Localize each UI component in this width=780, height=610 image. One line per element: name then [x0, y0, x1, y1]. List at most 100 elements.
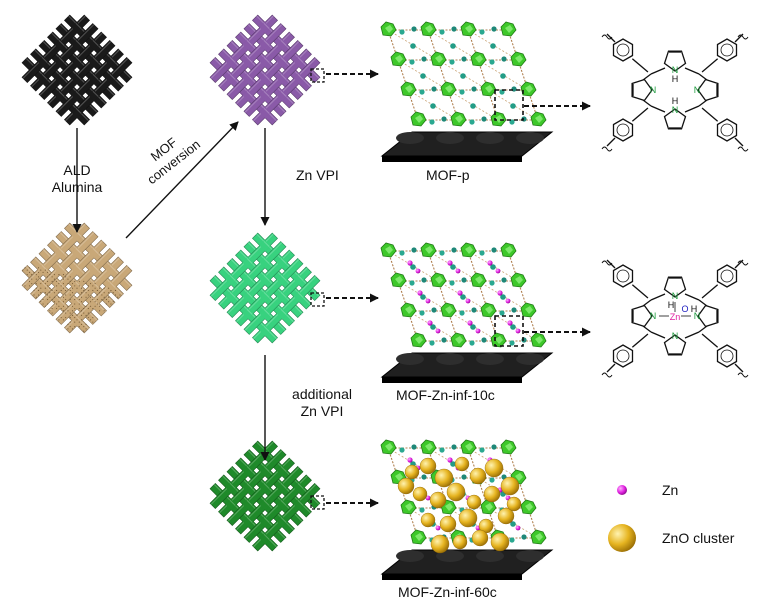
fabric-strip-v [252, 275, 321, 344]
mof-node-cluster [460, 242, 477, 258]
zno-cluster [466, 494, 482, 510]
zn-atom [465, 298, 471, 304]
porphyrin-core-dot [459, 89, 465, 95]
porphyrin-core-dot [509, 340, 515, 346]
mof-node-cluster [410, 332, 427, 348]
fabric-strip-v [218, 241, 287, 310]
arrow-mof-conversion [125, 121, 239, 239]
atom-hydrogen-bottom: H [672, 96, 679, 106]
fabric-strip-h [235, 457, 304, 526]
fabric-strip-v [243, 48, 312, 117]
zno-cluster [397, 477, 415, 495]
atom-nitrogen-left: N [650, 311, 657, 321]
mof-node-cluster [440, 81, 457, 97]
label-zn-vpi: Zn VPI [296, 167, 339, 183]
porphyrin-core-dot [441, 337, 447, 343]
fabric-strip-h [38, 248, 107, 317]
porphyrin-core-dot [510, 324, 516, 330]
fabric-alumina-coated [21, 222, 133, 334]
fabric-strip-v [235, 258, 304, 327]
fabric-strip-h [209, 483, 278, 552]
mof-node-cluster [490, 111, 507, 127]
legend [608, 485, 636, 552]
label-ald-alumina: ALD Alumina [44, 162, 110, 196]
zno-cluster [490, 532, 510, 552]
fabric-uncoated [21, 14, 133, 126]
porphyrin-core-dot [460, 73, 466, 79]
mof-node-cluster [520, 499, 537, 515]
zn-atom [507, 320, 513, 326]
fabric-strip-v [218, 23, 287, 92]
mof-node-cluster [480, 302, 497, 318]
fabric-strip-v [21, 222, 90, 291]
porphyrin-core-dot [419, 507, 425, 513]
zno-cluster [419, 457, 437, 475]
fabric-strip-v [30, 23, 99, 92]
pyrrole-ring [663, 276, 687, 298]
porphyrin-core-dot [411, 26, 417, 32]
zn-atom [455, 268, 461, 274]
label-mof-p: MOF-p [426, 167, 470, 183]
fabric-strip-h [226, 40, 295, 109]
zno-cluster [458, 508, 478, 528]
fabric-strip-v [226, 249, 295, 318]
porphyrin-core-dot [451, 444, 457, 450]
phenyl-ring [716, 264, 738, 288]
fabric-mof-p [209, 14, 321, 126]
zno-cluster [439, 515, 457, 533]
mof-node-cluster [410, 529, 427, 545]
zn-atom [487, 260, 493, 266]
phenyl-ring [612, 118, 634, 142]
fabric-mof-zn-60c [209, 440, 321, 552]
label-additional-line2: Zn VPI [300, 403, 344, 419]
fabric-strip-v [226, 31, 295, 100]
label-mof-zn-10c: MOF-Zn-inf-10c [396, 387, 495, 403]
porphyrin-core-dot [430, 324, 436, 330]
atom-hydrogen-top: H [672, 74, 679, 84]
fabric-strip-v [218, 449, 287, 518]
porphyrin-core-dot [409, 280, 415, 286]
fabric-strip-v [47, 248, 116, 317]
phenyl-ring [612, 344, 634, 368]
porphyrin-core-dot [431, 307, 437, 313]
fabric-strip-h [21, 57, 90, 126]
zoom-box-mof-p-linker [494, 89, 524, 121]
porphyrin-core-dot [460, 294, 466, 300]
porphyrin-core-dot [419, 89, 425, 95]
zoom-box-light-green [310, 292, 325, 307]
fabric-strip-v [209, 14, 278, 83]
atom-oxygen: O [681, 304, 688, 314]
mof-node-cluster [400, 81, 417, 97]
mof-structure-zn-60c [380, 439, 554, 580]
zno-cluster [452, 534, 468, 550]
mof-node-cluster [480, 81, 497, 97]
mof-node-cluster [450, 111, 467, 127]
mof-node-cluster [430, 51, 447, 67]
fabric-strip-h [243, 241, 312, 310]
mof-node-cluster [380, 242, 397, 258]
substrate-edge [382, 574, 522, 580]
porphyrin-core-dot [451, 247, 457, 253]
zno-cluster [446, 482, 466, 502]
porphyrin-core-dot [409, 59, 415, 65]
mof-node-cluster [510, 272, 527, 288]
porphyrin-core-dot [429, 340, 435, 346]
fabric-strip-v [252, 483, 321, 552]
porphyrin-core-dot [521, 337, 527, 343]
mof-node-cluster [490, 332, 507, 348]
zoom-box-purple [310, 68, 325, 83]
fabric-strip-h [209, 57, 278, 126]
zno-cluster [484, 458, 504, 478]
porphyrin-core-dot [489, 59, 495, 65]
zn-atom [515, 525, 521, 531]
label-additional-zn-vpi: additional Zn VPI [282, 386, 362, 420]
mof-node-cluster [440, 302, 457, 318]
mof-node-cluster [480, 499, 497, 515]
zn-atom [425, 298, 431, 304]
label-ald-line1: ALD [63, 162, 91, 178]
mof-node-cluster [380, 439, 397, 455]
pyrrole-ring [663, 334, 687, 356]
porphyrin-core-dot [420, 73, 426, 79]
zno-cluster [420, 512, 436, 528]
